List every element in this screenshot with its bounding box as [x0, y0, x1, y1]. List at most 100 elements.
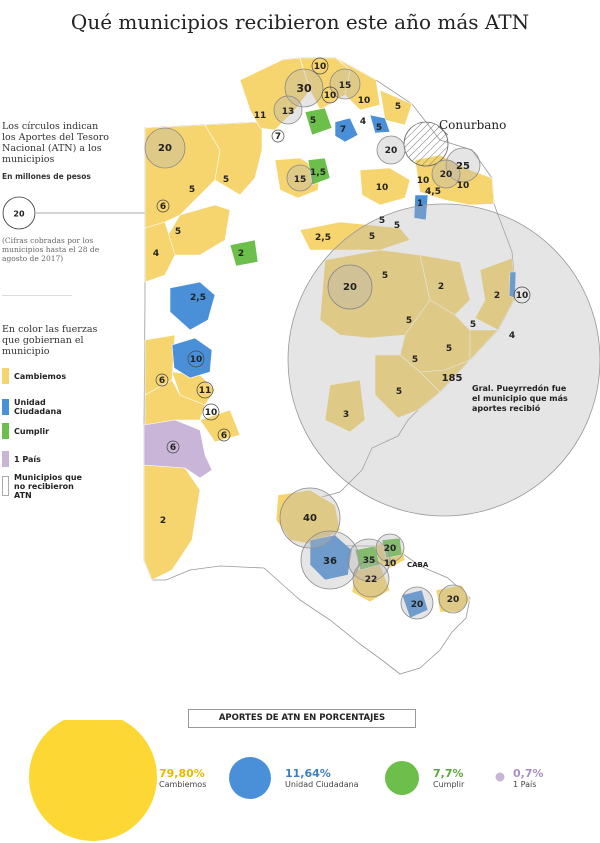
- bubble-circle: [376, 135, 406, 165]
- region-cumplir: [307, 157, 331, 186]
- bubble-label: 20: [158, 143, 172, 154]
- legend-label: Unidad Ciudadana: [14, 398, 62, 416]
- legend-no-atn: Municipios que no recibieron ATN: [2, 473, 94, 500]
- region-cambiemos: [324, 379, 366, 433]
- scale-reference: 20: [2, 196, 148, 230]
- legend-cumplir: Cumplir: [2, 423, 94, 439]
- province-map: [143, 57, 600, 675]
- bubble-label: 20: [343, 282, 357, 293]
- scale-circle: [2, 196, 36, 230]
- region-cambiemos: [144, 221, 176, 283]
- bubble-label: 13: [282, 107, 295, 117]
- bubble-label: 10: [190, 355, 203, 365]
- bubble-label: 2: [494, 291, 500, 301]
- bubble-label: 35: [363, 556, 376, 566]
- bubble-label: 5: [395, 102, 401, 112]
- bubble-label: 2: [238, 249, 244, 259]
- scale-value: 20: [13, 210, 25, 219]
- bubble-label: 5: [446, 344, 452, 354]
- caba-label: CABA: [407, 561, 429, 569]
- bubble-circle: [327, 264, 373, 310]
- bubble-circle: [286, 164, 314, 192]
- bubble-label: 36: [323, 556, 337, 567]
- region-cambiemos: [379, 89, 413, 126]
- bubble-ring: [217, 428, 231, 442]
- date-note: (Cifras cobradas por los municipios hast…: [2, 236, 100, 263]
- bubble-ring: [196, 381, 214, 399]
- bubble-label: 2,5: [315, 233, 331, 243]
- bubble-label: 11: [199, 386, 212, 396]
- bubble-label: 5: [189, 185, 195, 195]
- legend-swatch: [2, 423, 9, 439]
- bubble-label: 25: [456, 161, 470, 172]
- bubble-label: 40: [303, 513, 317, 524]
- divider: [2, 295, 72, 296]
- units-note: En millones de pesos: [2, 172, 91, 181]
- region-unidad-ciudadana: [334, 117, 359, 143]
- bubble-circle: [347, 538, 391, 582]
- bubble-ring: [156, 199, 170, 213]
- bubble-label: 5: [470, 320, 476, 330]
- bubble-label: 10: [384, 559, 397, 569]
- bubble-circle: [445, 147, 481, 183]
- legend-cambiemos: Cambiemos: [2, 368, 94, 384]
- summary-pct-unidad-ciudadana: 11,64%: [285, 767, 331, 780]
- region-cambiemos: [143, 464, 201, 581]
- region-cambiemos: [239, 57, 311, 131]
- bubble-label: 5: [175, 227, 181, 237]
- bubble-label: 10: [376, 183, 389, 193]
- bubble-circle: [352, 560, 390, 598]
- bubble-label: 6: [170, 443, 176, 453]
- bubble-label: 5: [223, 175, 229, 185]
- bubble-label: 1: [417, 199, 423, 209]
- bubble-ring: [513, 286, 531, 304]
- summary-title: APORTES DE ATN EN PORCENTAJES: [188, 709, 416, 728]
- bubble-circle: [375, 533, 405, 563]
- summary-bubbles: [29, 720, 505, 841]
- pueyrredon-callout: Gral. Pueyrredón fue el municipio que má…: [472, 384, 568, 413]
- summary-circle-cumplir: [385, 761, 419, 795]
- bubble-ring: [321, 86, 339, 104]
- bubble-circle: [300, 530, 360, 590]
- bubble-label: 10: [516, 291, 529, 301]
- bubble-label: 4,5: [425, 187, 441, 197]
- bubble-ring: [155, 373, 169, 387]
- color-explanation: En color las fuerzas que gobiernan el mu…: [2, 324, 98, 357]
- bubble-label: 5: [369, 232, 375, 242]
- bubble-label: 20: [384, 544, 397, 554]
- bubble-circle: [273, 95, 303, 125]
- bubble-label: 11: [254, 111, 267, 121]
- bubble-label: 10: [205, 408, 218, 418]
- bubble-label: 20: [411, 600, 424, 610]
- bubble-label: 4: [153, 249, 159, 259]
- summary-pct-1-pais: 0,7%: [513, 767, 544, 780]
- summary-pct-cambiemos: 79,80%: [159, 767, 205, 780]
- region-unidad-ciudadana: [169, 281, 216, 331]
- bubble-label: 185: [442, 373, 463, 384]
- bubble-label: 10: [358, 96, 371, 106]
- pueyrredon-circle: [287, 203, 600, 517]
- legend-swatch: [2, 399, 9, 415]
- summary-label-unidad-ciudadana: Unidad Ciudadana: [285, 780, 359, 789]
- bubble-label: 10: [417, 176, 430, 186]
- map-title: Qué municipios recibieron este año más A…: [70, 10, 530, 34]
- bubble-circle: [431, 159, 461, 189]
- region-1-pais: [143, 419, 213, 479]
- bubble-label: 2: [160, 516, 166, 526]
- legend-swatch: [2, 368, 9, 384]
- bubble-label: 6: [159, 376, 165, 386]
- bubble-label: 4: [360, 117, 366, 127]
- region-cambiemos: [299, 221, 411, 251]
- bubble-circle: [144, 127, 186, 169]
- region-cumplir: [229, 239, 259, 267]
- region-unidad-ciudadana: [413, 194, 429, 221]
- bubble-label: 20: [447, 595, 460, 605]
- conurbano-label: Conurbano: [439, 118, 507, 132]
- bubble-label: 5: [310, 116, 316, 126]
- summary-label-cambiemos: Cambiemos: [159, 780, 207, 789]
- bubble-label: 6: [160, 202, 166, 212]
- bubble-label: 4: [509, 331, 515, 341]
- region-cambiemos: [419, 359, 471, 393]
- region-cambiemos: [419, 254, 471, 316]
- region-unidad-ciudadana: [508, 271, 517, 299]
